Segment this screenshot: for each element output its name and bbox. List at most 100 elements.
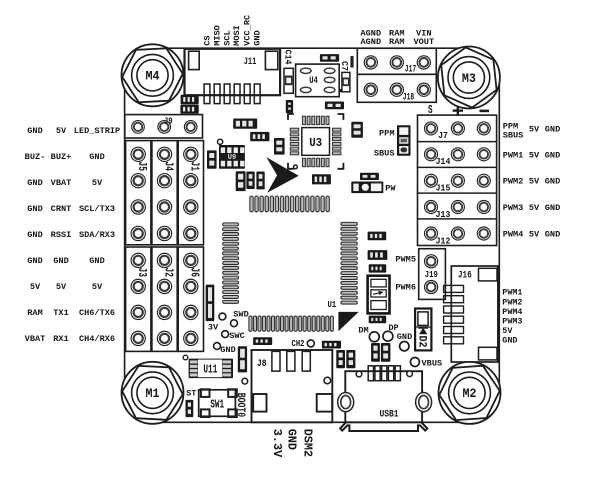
svg-text:GND: GND — [27, 256, 42, 266]
svg-text:GND: GND — [89, 256, 104, 266]
svg-text:TX1: TX1 — [53, 308, 68, 318]
svg-text:PWM1: PWM1 — [503, 150, 524, 160]
svg-text:CS: CS — [203, 35, 213, 45]
svg-text:J2: J2 — [161, 268, 174, 278]
svg-text:SCL: SCL — [222, 30, 232, 45]
svg-text:J19: J19 — [425, 269, 438, 280]
svg-text:J1: J1 — [188, 162, 201, 172]
svg-text:MOSI: MOSI — [232, 25, 242, 46]
svg-text:3V: 3V — [208, 322, 219, 332]
svg-text:RAM: RAM — [389, 29, 404, 39]
svg-text:C7: C7 — [339, 61, 350, 71]
svg-text:BUZ+: BUZ+ — [51, 152, 72, 162]
svg-text:DM: DM — [358, 325, 368, 335]
svg-text:5V: 5V — [30, 282, 41, 292]
svg-text:GND: GND — [27, 204, 42, 214]
svg-text:RX1: RX1 — [53, 334, 68, 344]
svg-text:VCC_RC: VCC_RC — [243, 15, 253, 46]
svg-text:J13: J13 — [436, 209, 451, 220]
svg-text:AGND: AGND — [360, 37, 381, 47]
svg-text:5V: 5V — [92, 178, 103, 188]
svg-text:J12: J12 — [436, 235, 451, 246]
svg-text:M3: M3 — [462, 72, 476, 86]
svg-text:GND: GND — [397, 332, 412, 342]
svg-text:5V: 5V — [529, 150, 540, 160]
svg-text:GND: GND — [545, 150, 560, 160]
svg-text:GND: GND — [27, 178, 42, 188]
svg-text:DSM2: DSM2 — [301, 429, 315, 458]
svg-text:J11: J11 — [244, 56, 257, 67]
svg-text:VBAT: VBAT — [25, 334, 46, 344]
svg-text:VBAT: VBAT — [51, 178, 72, 188]
svg-text:C14: C14 — [283, 50, 294, 65]
svg-text:PWM2: PWM2 — [503, 177, 524, 187]
svg-text:U9: U9 — [228, 154, 236, 162]
svg-text:J7: J7 — [438, 130, 448, 141]
svg-text:3.3V: 3.3V — [270, 429, 284, 458]
svg-text:GND: GND — [545, 230, 560, 240]
svg-text:RAM: RAM — [27, 308, 42, 318]
svg-text:SW1: SW1 — [210, 397, 224, 411]
svg-text:USB1: USB1 — [380, 410, 399, 421]
svg-text:SWD: SWD — [233, 309, 248, 319]
svg-text:SCL/TX3: SCL/TX3 — [79, 204, 115, 214]
svg-text:DP: DP — [388, 323, 398, 333]
svg-text:ST: ST — [186, 388, 196, 398]
svg-text:CRNT: CRNT — [51, 204, 72, 214]
svg-text:M4: M4 — [146, 70, 160, 84]
svg-text:PWM4: PWM4 — [502, 307, 522, 317]
svg-text:5V: 5V — [529, 124, 540, 134]
svg-text:J3: J3 — [135, 268, 148, 278]
svg-text:RSSI: RSSI — [51, 230, 72, 240]
svg-text:PPM: PPM — [503, 122, 518, 132]
svg-text:SBUS: SBUS — [374, 148, 395, 158]
svg-text:PWM4: PWM4 — [503, 230, 524, 240]
svg-text:GND: GND — [284, 429, 298, 450]
svg-text:GND: GND — [545, 203, 560, 213]
svg-text:SWC: SWC — [229, 331, 244, 341]
svg-text:J8: J8 — [257, 358, 267, 370]
svg-text:SBUS: SBUS — [503, 130, 524, 140]
svg-text:SDA/RX3: SDA/RX3 — [79, 230, 115, 240]
svg-text:PWM5: PWM5 — [395, 255, 416, 265]
svg-text:PWM1: PWM1 — [502, 288, 522, 298]
svg-text:GND: GND — [545, 124, 560, 134]
svg-text:MISO: MISO — [213, 25, 223, 46]
svg-text:CH4/RX6: CH4/RX6 — [79, 334, 115, 344]
svg-text:5V: 5V — [56, 126, 67, 136]
svg-text:VBUS: VBUS — [422, 358, 443, 368]
svg-text:VOUT: VOUT — [413, 37, 434, 47]
svg-text:RAM: RAM — [389, 37, 404, 47]
svg-text:CH6/TX6: CH6/TX6 — [79, 308, 115, 318]
svg-text:PPM: PPM — [379, 129, 394, 139]
svg-text:VIN: VIN — [416, 29, 431, 39]
svg-text:AGND: AGND — [360, 29, 381, 39]
svg-text:GND: GND — [220, 345, 235, 355]
svg-text:5V: 5V — [56, 282, 67, 292]
svg-text:U1: U1 — [327, 299, 336, 310]
svg-text:PWM2: PWM2 — [502, 297, 522, 307]
svg-text:LED_STRIP: LED_STRIP — [74, 126, 120, 136]
svg-text:D2: D2 — [415, 336, 427, 348]
svg-text:PWM3: PWM3 — [502, 317, 522, 327]
svg-text:GND: GND — [27, 126, 42, 136]
svg-text:GND: GND — [53, 256, 68, 266]
svg-text:U11: U11 — [203, 362, 217, 376]
svg-text:S: S — [428, 104, 433, 117]
svg-text:GND: GND — [253, 30, 263, 45]
svg-text:5V: 5V — [529, 230, 540, 240]
svg-text:BUZ-: BUZ- — [25, 152, 46, 162]
svg-text:5V: 5V — [529, 203, 540, 213]
svg-text:J18: J18 — [403, 91, 415, 102]
svg-text:5V: 5V — [529, 177, 540, 187]
svg-text:5V: 5V — [92, 282, 103, 292]
svg-text:PWM6: PWM6 — [395, 283, 416, 293]
svg-text:J6: J6 — [188, 268, 201, 278]
svg-text:GND: GND — [27, 230, 42, 240]
svg-text:M1: M1 — [146, 387, 160, 401]
svg-text:CH2: CH2 — [292, 339, 305, 349]
svg-text:GND: GND — [502, 336, 517, 346]
svg-text:GND: GND — [89, 152, 104, 162]
svg-text:PWM3: PWM3 — [503, 203, 524, 213]
svg-text:J9: J9 — [164, 115, 173, 126]
